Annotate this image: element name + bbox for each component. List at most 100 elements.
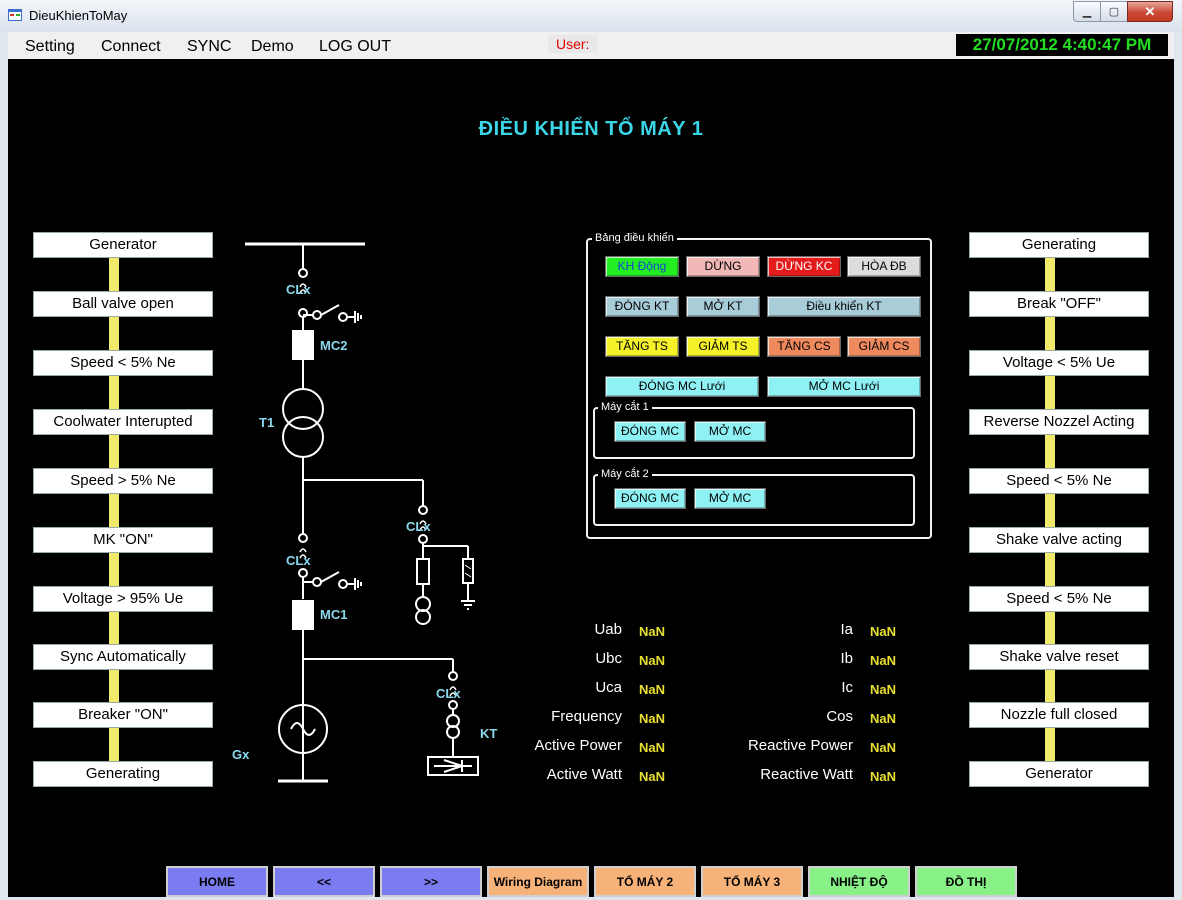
- nav-button-7[interactable]: ĐỒ THỊ: [915, 866, 1017, 897]
- start-button[interactable]: KH Động: [605, 256, 679, 277]
- left-state-9: Generating: [33, 761, 213, 787]
- sync-button[interactable]: HÒA ĐB: [847, 256, 921, 277]
- meas-value: NaN: [870, 653, 897, 668]
- right-state-8: Nozzle full closed: [969, 702, 1149, 728]
- excitation-control-button[interactable]: Điều khiển KT: [767, 296, 921, 317]
- meas-label: Active Power: [534, 737, 622, 754]
- right-connector: [1045, 612, 1055, 644]
- label-mc1: MC1: [320, 607, 347, 622]
- meas-label: Reactive Power: [747, 737, 853, 754]
- nav-button-3[interactable]: Wiring Diagram: [487, 866, 589, 897]
- nav-button-6[interactable]: NHIỆT ĐỘ: [808, 866, 910, 897]
- excitation-close-button[interactable]: ĐÓNG KT: [605, 296, 679, 317]
- right-state-1: Break "OFF": [969, 291, 1149, 317]
- label-gx: Gx: [232, 747, 250, 762]
- left-connector: [109, 612, 119, 644]
- breaker2-frame: [593, 474, 915, 526]
- menu-connect[interactable]: Connect: [101, 38, 161, 55]
- menu-demo[interactable]: Demo: [251, 38, 294, 55]
- emergency-stop-button[interactable]: DỪNG KC: [767, 256, 841, 277]
- close-icon: ✕: [1144, 3, 1156, 19]
- meas-value: NaN: [870, 740, 897, 755]
- minimize-button[interactable]: ▁: [1073, 1, 1101, 22]
- excitation-open-button[interactable]: MỞ KT: [686, 296, 760, 317]
- left-state-6: Voltage > 95% Ue: [33, 586, 213, 612]
- nav-button-1[interactable]: <<: [273, 866, 375, 897]
- increase-power-button[interactable]: TĂNG CS: [767, 336, 841, 357]
- page-title: ĐIỀU KHIỂN TỔ MÁY 1: [478, 118, 704, 140]
- meas-label: Frequency: [551, 708, 622, 725]
- breaker1-open-button[interactable]: MỞ MC: [694, 421, 766, 442]
- menu-setting[interactable]: Setting: [25, 38, 75, 55]
- breaker2-open-button[interactable]: MỞ MC: [694, 488, 766, 509]
- maximize-icon: ▢: [1108, 6, 1120, 18]
- meas-value: NaN: [870, 711, 897, 726]
- right-connector: [1045, 258, 1055, 291]
- maximize-button[interactable]: ▢: [1100, 1, 1128, 22]
- mc1-breaker-shape: [292, 600, 314, 630]
- window-controls: ▁ ▢ ✕: [1073, 1, 1173, 22]
- grid-breaker-open-button[interactable]: MỞ MC Lưới: [767, 376, 921, 397]
- left-connector: [109, 728, 119, 761]
- breaker2-title: Máy cắt 2: [598, 468, 652, 480]
- left-state-3: Coolwater Interupted: [33, 409, 213, 435]
- label-clx-bottom: CLx: [436, 686, 461, 701]
- nav-button-4[interactable]: TỔ MÁY 2: [594, 866, 696, 897]
- label-kt1: KT1: [480, 726, 498, 741]
- left-connector: [109, 317, 119, 350]
- breaker1-title: Máy cắt 1: [598, 401, 652, 413]
- decrease-power-button[interactable]: GIẢM CS: [847, 336, 921, 357]
- right-state-2: Voltage < 5% Ue: [969, 350, 1149, 376]
- left-state-4: Speed > 5% Ne: [33, 468, 213, 494]
- left-state-7: Sync Automatically: [33, 644, 213, 670]
- increase-frequency-button[interactable]: TĂNG TS: [605, 336, 679, 357]
- meas-value: NaN: [870, 682, 897, 697]
- right-state-4: Speed < 5% Ne: [969, 468, 1149, 494]
- right-connector: [1045, 376, 1055, 409]
- meas-value: NaN: [639, 711, 666, 726]
- right-connector: [1045, 553, 1055, 586]
- nav-button-2[interactable]: >>: [380, 866, 482, 897]
- meas-label: Ib: [840, 650, 853, 667]
- left-connector: [109, 553, 119, 586]
- meas-label: Uca: [595, 679, 622, 696]
- right-connector: [1045, 728, 1055, 761]
- title-bar: DieuKhienToMay ▁ ▢ ✕: [0, 0, 1182, 32]
- left-state-0: Generator: [33, 232, 213, 258]
- grid-breaker-close-button[interactable]: ĐÓNG MC Lưới: [605, 376, 759, 397]
- label-t1: T1: [259, 415, 274, 430]
- meas-label: Ic: [841, 679, 853, 696]
- meas-value: NaN: [870, 769, 897, 784]
- menu-sync[interactable]: SYNC: [187, 38, 232, 55]
- left-state-8: Breaker "ON": [33, 702, 213, 728]
- left-connector: [109, 258, 119, 291]
- right-connector: [1045, 670, 1055, 702]
- meas-label: Uab: [594, 621, 622, 638]
- nav-button-0[interactable]: HOME: [166, 866, 268, 897]
- left-connector: [109, 376, 119, 409]
- stop-button[interactable]: DỪNG: [686, 256, 760, 277]
- nav-button-5[interactable]: TỔ MÁY 3: [701, 866, 803, 897]
- breaker2-close-button[interactable]: ĐÓNG MC: [614, 488, 686, 509]
- right-state-7: Shake valve reset: [969, 644, 1149, 670]
- meas-value: NaN: [639, 682, 666, 697]
- left-state-2: Speed < 5% Ne: [33, 350, 213, 376]
- left-connector: [109, 494, 119, 527]
- decrease-frequency-button[interactable]: GIẢM TS: [686, 336, 760, 357]
- right-state-0: Generating: [969, 232, 1149, 258]
- right-connector: [1045, 494, 1055, 527]
- datetime-display: 27/07/2012 4:40:47 PM: [956, 34, 1168, 56]
- close-button[interactable]: ✕: [1127, 1, 1173, 22]
- user-label: User:: [548, 35, 598, 53]
- left-state-1: Ball valve open: [33, 291, 213, 317]
- meas-value: NaN: [870, 624, 897, 639]
- label-clx-right: CLx: [406, 519, 431, 534]
- window-title: DieuKhienToMay: [29, 8, 128, 23]
- meas-label: Active Watt: [546, 766, 622, 783]
- left-connector: [109, 670, 119, 702]
- menu-logout[interactable]: LOG OUT: [319, 38, 392, 55]
- single-line-diagram: CLx MC2 T1 CLx CLx MC1 CLx KT1 Gx: [232, 242, 498, 783]
- right-state-5: Shake valve acting: [969, 527, 1149, 553]
- breaker1-close-button[interactable]: ĐÓNG MC: [614, 421, 686, 442]
